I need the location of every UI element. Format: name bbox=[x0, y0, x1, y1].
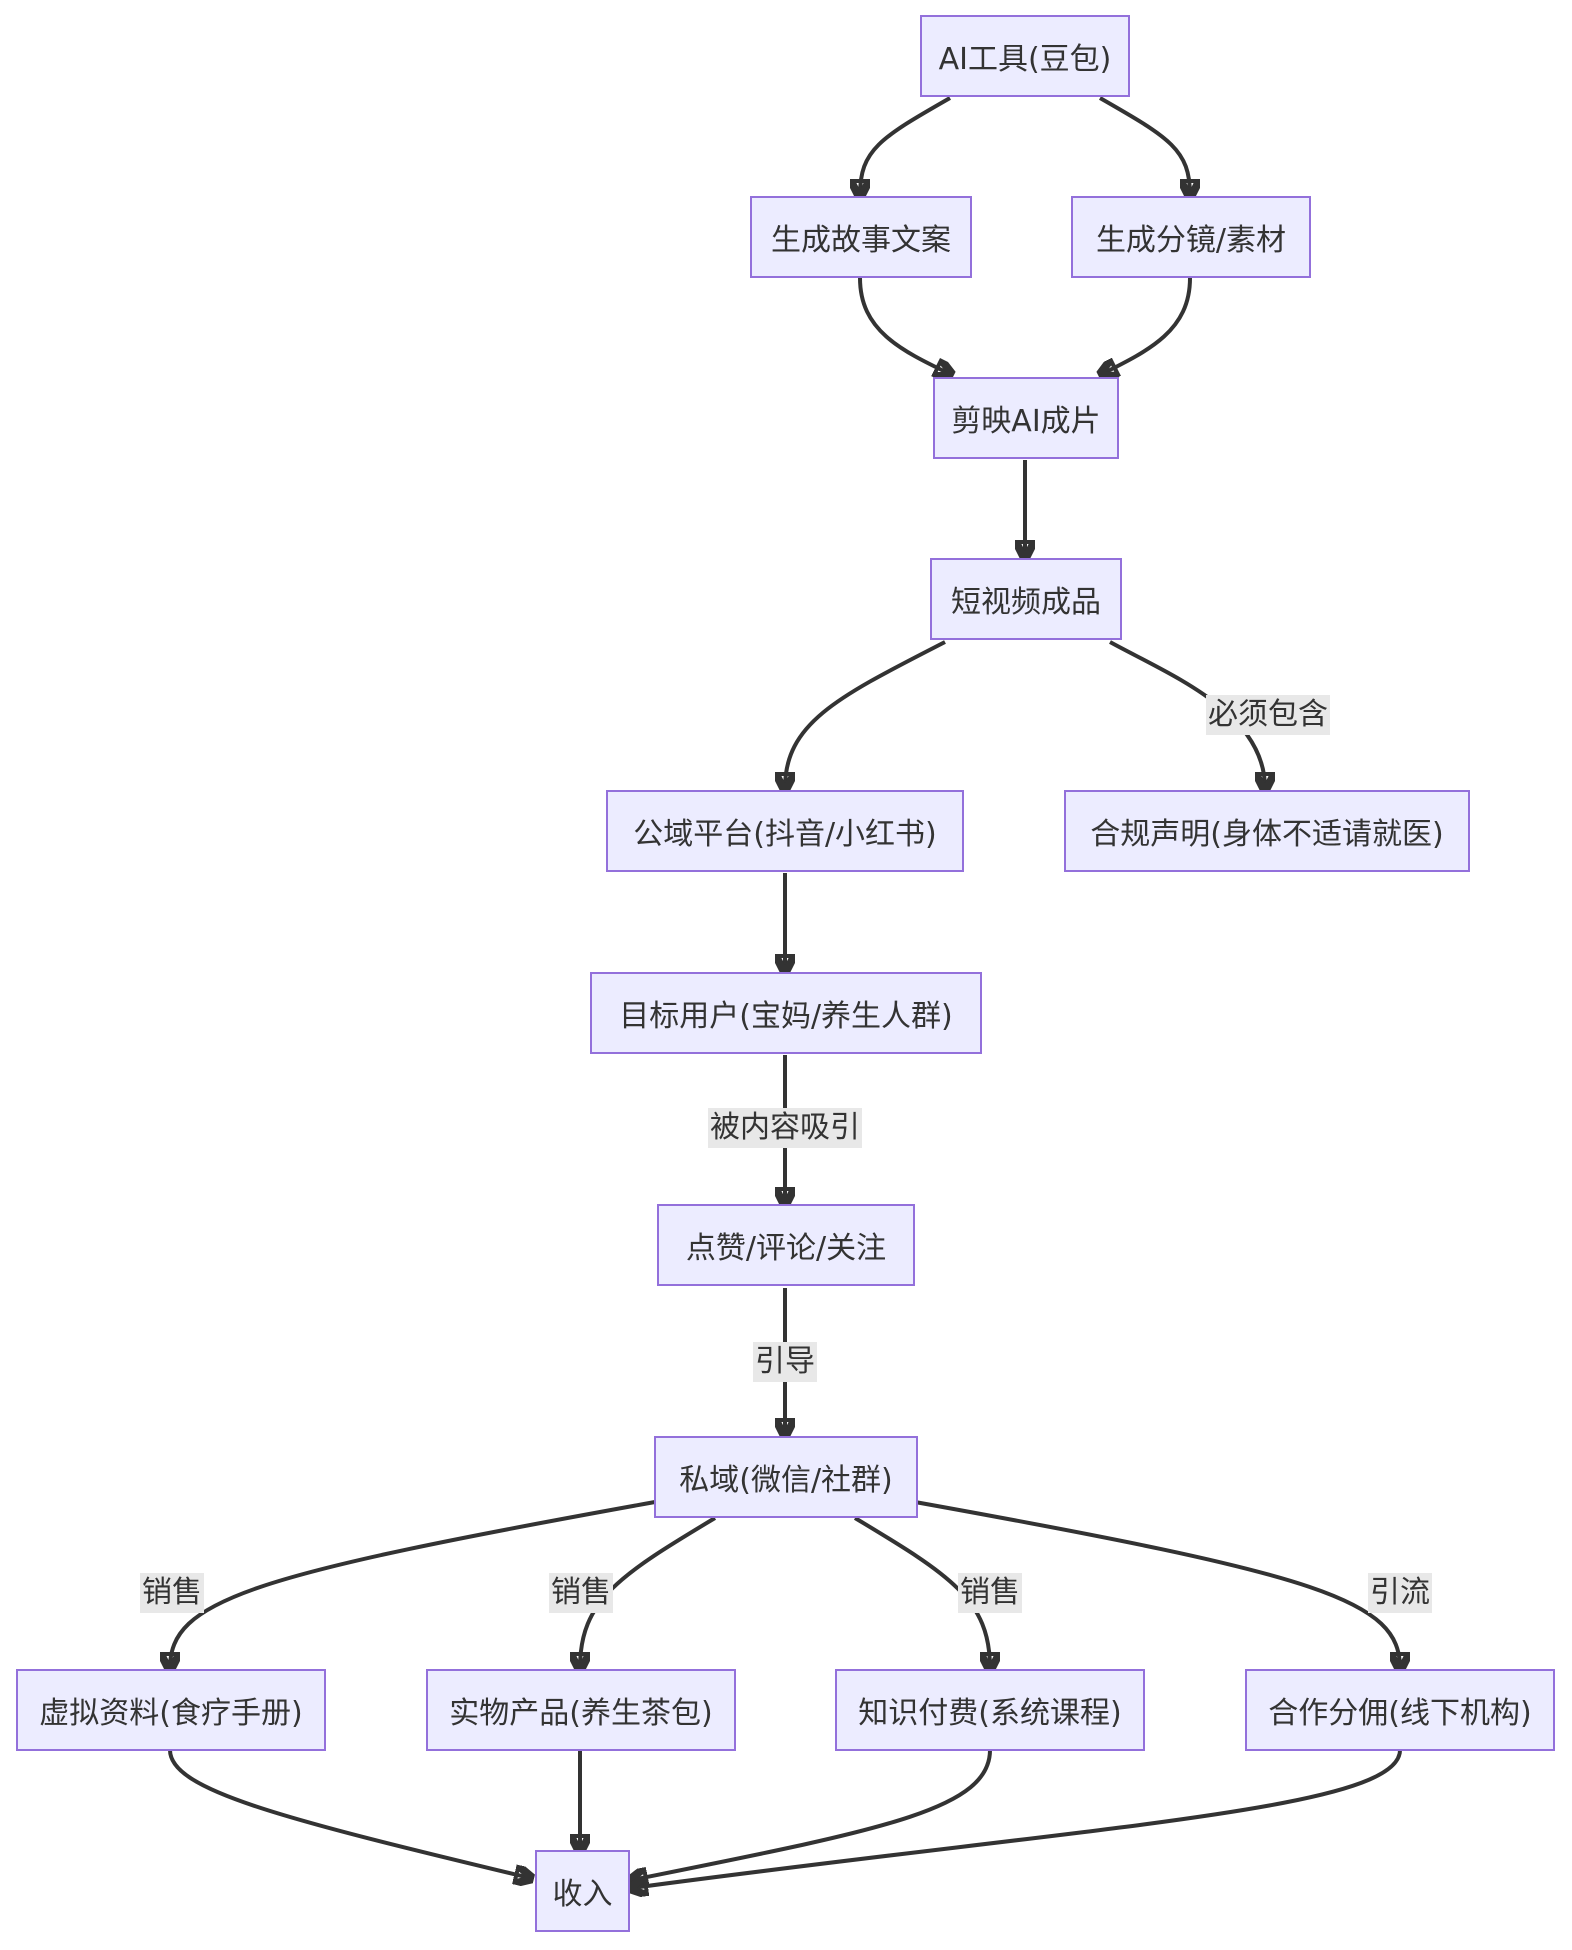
node-affiliate: 合作分佣(线下机构) bbox=[1245, 1669, 1555, 1751]
edge-storyboard-to-jianying bbox=[1102, 277, 1192, 374]
node-video: 短视频成品 bbox=[930, 558, 1122, 640]
node-public: 公域平台(抖音/小红书) bbox=[606, 790, 964, 872]
edge-label-traffic: 引流 bbox=[1368, 1573, 1432, 1613]
edge-label-sale-knowledge: 销售 bbox=[958, 1573, 1022, 1613]
node-physical: 实物产品(养生茶包) bbox=[426, 1669, 736, 1751]
node-ai-tool: AI工具(豆包) bbox=[920, 15, 1130, 97]
edge-label-guide: 引导 bbox=[753, 1342, 817, 1382]
edge-virtual-to-income bbox=[168, 1749, 530, 1878]
node-target: 目标用户(宝妈/养生人群) bbox=[590, 972, 982, 1054]
node-jianying: 剪映AI成片 bbox=[933, 377, 1119, 459]
node-story: 生成故事文案 bbox=[750, 196, 972, 278]
node-knowledge: 知识付费(系统课程) bbox=[835, 1669, 1145, 1751]
edge-story-to-jianying bbox=[858, 277, 950, 374]
node-compliance: 合规声明(身体不适请就医) bbox=[1064, 790, 1470, 872]
node-income: 收入 bbox=[535, 1850, 630, 1932]
edge-video-to-public bbox=[785, 640, 946, 788]
edge-knowledge-to-income bbox=[632, 1749, 992, 1880]
edge-label-sale-physical: 销售 bbox=[549, 1573, 613, 1613]
edge-affiliate-to-income bbox=[632, 1749, 1402, 1888]
node-engage: 点赞/评论/关注 bbox=[657, 1204, 915, 1286]
edge-label-attracted: 被内容吸引 bbox=[708, 1108, 862, 1148]
edge-label-sale-virtual: 销售 bbox=[140, 1573, 204, 1613]
edge-private-to-virtual bbox=[170, 1500, 656, 1668]
edge-ai-to-storyboard bbox=[1099, 96, 1190, 195]
edge-label-must-include: 必须包含 bbox=[1206, 695, 1330, 735]
edge-ai-to-story bbox=[860, 96, 951, 195]
edge-private-to-affiliate bbox=[914, 1500, 1400, 1668]
node-private: 私域(微信/社群) bbox=[654, 1436, 918, 1518]
node-storyboard: 生成分镜/素材 bbox=[1071, 196, 1311, 278]
node-virtual: 虚拟资料(食疗手册) bbox=[16, 1669, 326, 1751]
